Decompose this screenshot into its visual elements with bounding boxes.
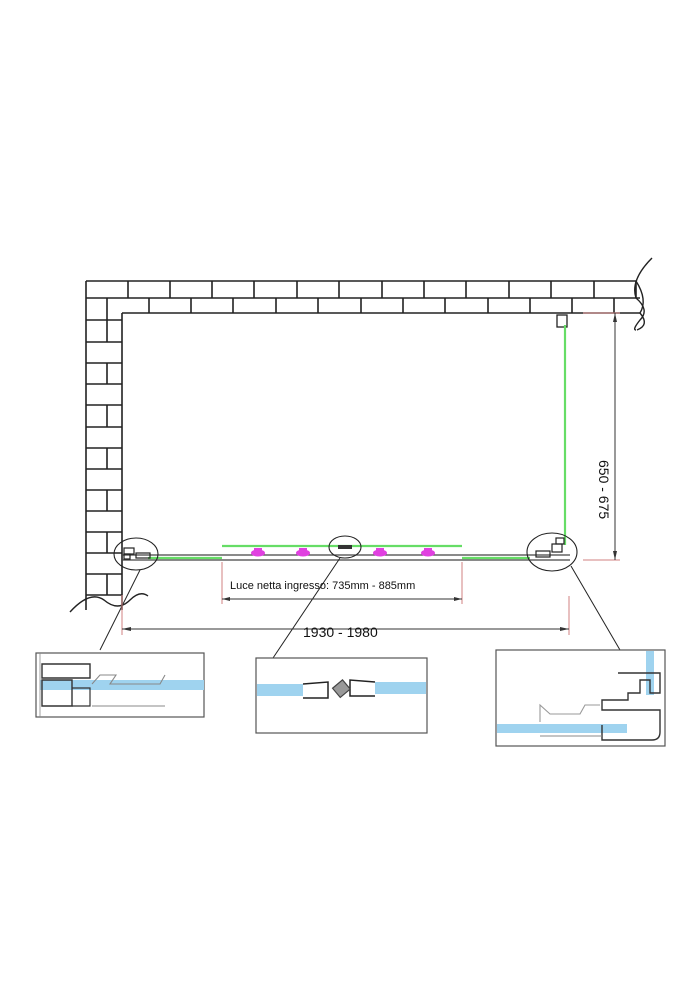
wall-break-bottom <box>69 593 149 613</box>
depth-dimension-label: 650 - 675 <box>596 460 612 520</box>
callout-circle-right <box>526 532 578 572</box>
brick-wall-left <box>85 281 123 610</box>
depth-dimension <box>583 312 620 561</box>
callout-circle-center <box>328 535 362 559</box>
brick-wall-top <box>86 280 640 320</box>
width-dimension <box>121 595 570 635</box>
detail-left-profile <box>35 652 205 718</box>
roller-icons <box>251 548 435 557</box>
width-dimension-label: 1930 - 1980 <box>303 624 378 640</box>
detail-corner-profile <box>495 649 666 747</box>
magnetic-joint-marker <box>338 545 352 549</box>
callout-circle-left <box>113 537 159 571</box>
detail-magnetic-joint <box>255 657 428 734</box>
inlet-dimension-label: Luce netta ingresso: 735mm - 885mm <box>230 580 416 592</box>
inlet-dimension <box>221 562 463 604</box>
side-glass-panel <box>556 314 568 545</box>
wall-break-right <box>633 257 653 331</box>
left-profile-marker <box>123 547 151 560</box>
corner-profile-marker <box>535 537 565 558</box>
